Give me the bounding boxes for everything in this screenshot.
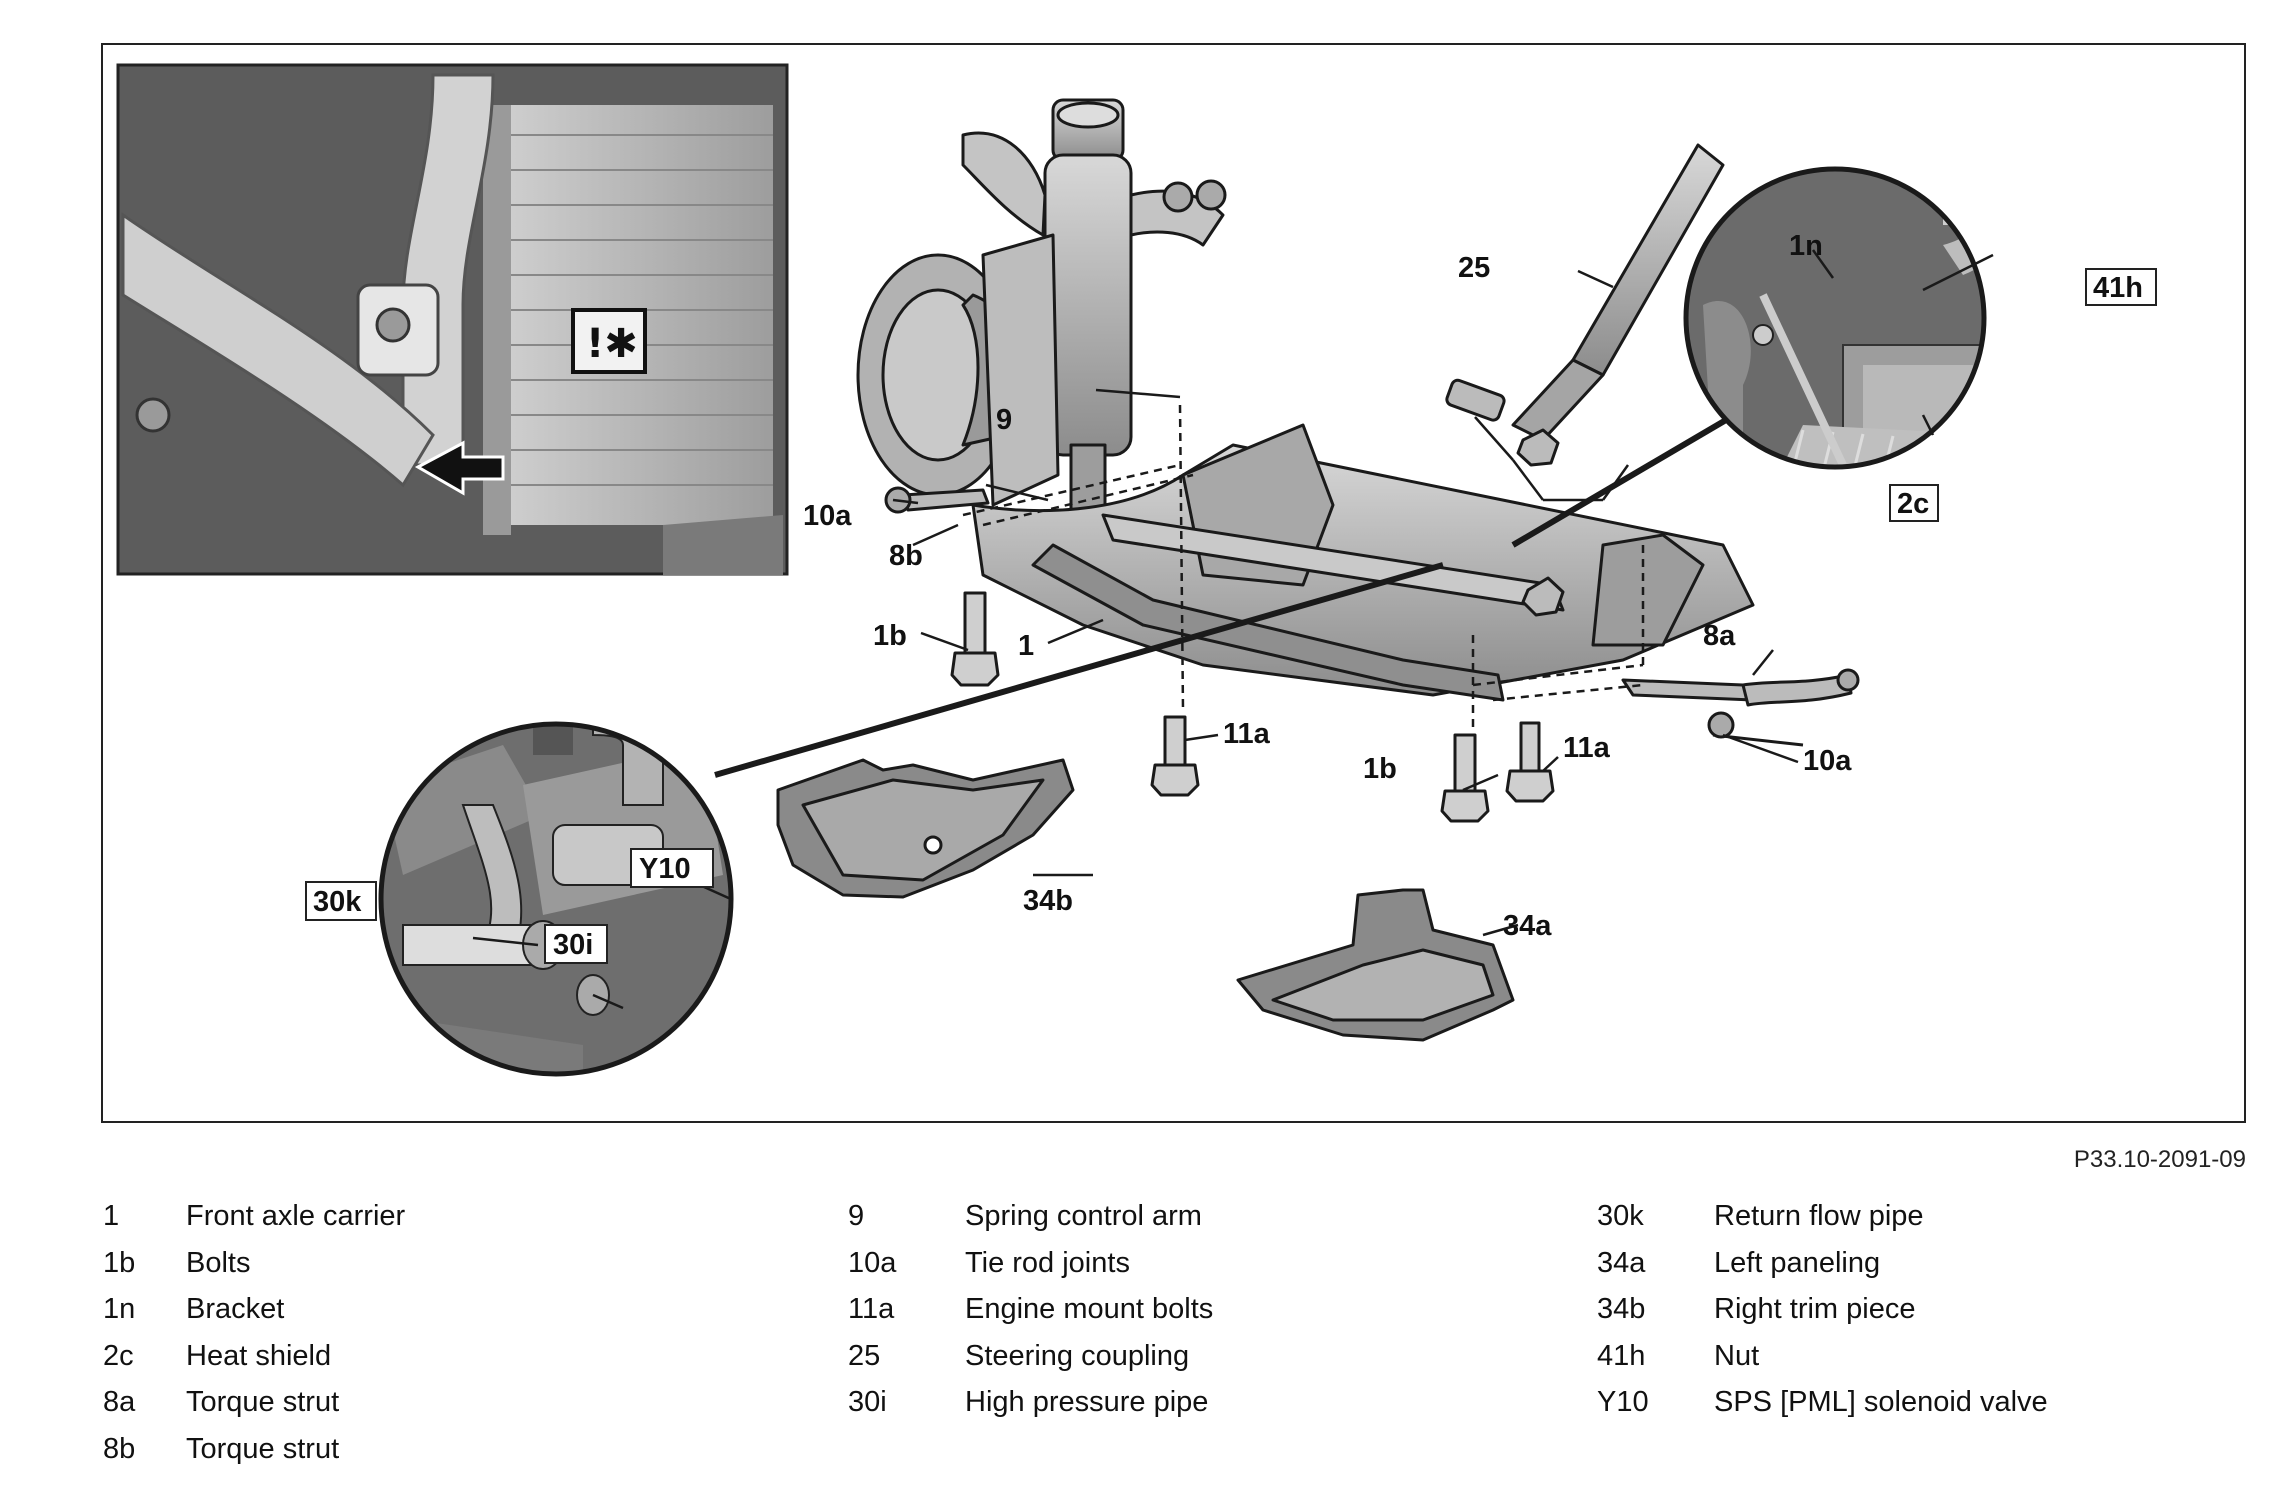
legend-label: Engine mount bolts <box>965 1293 1214 1325</box>
callout-11a-right: 11a <box>1563 732 1611 764</box>
callout-8b: 8b <box>889 540 923 572</box>
legend-code: 34a <box>1597 1246 1646 1279</box>
callout-30k-box <box>305 881 377 921</box>
callout-11a-mid: 11a <box>1223 718 1271 750</box>
callout-1: 1 <box>1018 630 1034 662</box>
callout-10a-right: 10a <box>1803 745 1852 777</box>
radiator-photo-inset: !✱ <box>116 63 789 576</box>
legend-code: 9 <box>848 1200 865 1232</box>
arrow-icon <box>414 440 505 496</box>
callout-10a-left: 10a <box>803 500 852 532</box>
legend-code: 11a <box>848 1293 895 1325</box>
legend-code: Y10 <box>1597 1386 1649 1418</box>
callout-1b-right: 1b <box>1363 753 1397 785</box>
legend-label: Tie rod joints <box>965 1246 1130 1279</box>
callout-30i-box <box>544 924 608 964</box>
legend-code: 1n <box>103 1293 136 1325</box>
legend-code: 8b <box>103 1432 136 1465</box>
legend-code: 25 <box>848 1339 881 1372</box>
legend-label: Torque strut <box>186 1432 340 1465</box>
callout-30k: 30k <box>313 886 362 918</box>
legend-code: 41h <box>1597 1339 1646 1372</box>
legend-label: High pressure pipe <box>965 1386 1209 1418</box>
warning-label-icon <box>571 308 647 374</box>
callout-2c: 2c <box>1897 488 1929 520</box>
legend-label: Torque strut <box>186 1386 340 1418</box>
leader-lines <box>714 269 1799 937</box>
legend-code: 34b <box>1597 1293 1646 1325</box>
legend-code: 10a <box>848 1246 897 1279</box>
figure-id: P33.10-2091-09 <box>2073 1146 2246 1173</box>
legend-label: Bracket <box>186 1293 285 1325</box>
legend-code: 8a <box>103 1386 136 1418</box>
detail-inset-heat-shield <box>1683 166 1994 470</box>
legend-code: 1 <box>103 1200 120 1232</box>
legend-label: Left paneling <box>1714 1246 1881 1279</box>
callout-9: 9 <box>996 404 1012 436</box>
callout-25: 25 <box>1458 252 1490 284</box>
callout-41h: 41h <box>2093 272 2143 304</box>
legend-label: Right trim piece <box>1714 1293 1916 1325</box>
legend-code: 1b <box>103 1246 136 1279</box>
legend-label: Spring control arm <box>965 1200 1202 1232</box>
legend-label: Return flow pipe <box>1714 1200 1924 1232</box>
callout-8a: 8a <box>1703 620 1736 652</box>
legend-code: 30k <box>1597 1200 1644 1232</box>
legend-label: SPS [PML] solenoid valve <box>1714 1386 2048 1418</box>
callout-34a: 34a <box>1503 910 1552 942</box>
exploded-view-diagram: !✱ <box>116 63 2157 1077</box>
legend-label: Steering coupling <box>965 1339 1190 1372</box>
callout-y10-box <box>630 848 714 888</box>
legend-code: 30i <box>848 1386 887 1418</box>
legend-label: Front axle carrier <box>186 1200 406 1232</box>
callout-2c-box <box>1889 484 1939 522</box>
legend-code: 2c <box>103 1339 134 1372</box>
callout-41h-box <box>2085 268 2157 306</box>
callout-1n: 1n <box>1789 230 1823 262</box>
figure-frame: !✱ <box>101 43 2246 1123</box>
svg-text:!✱: !✱ <box>586 321 638 367</box>
callout-30i: 30i <box>553 929 593 961</box>
legend-label: Heat shield <box>186 1339 332 1372</box>
legend-label: Nut <box>1714 1339 1760 1372</box>
callout-34b: 34b <box>1023 885 1073 917</box>
callout-1b-left: 1b <box>873 620 907 652</box>
callout-y10: Y10 <box>639 853 691 885</box>
legend-label: Bolts <box>186 1246 251 1279</box>
detail-inset-solenoid-valve <box>378 721 734 1077</box>
front-axle-assembly <box>776 98 1860 1042</box>
callout-labels: 25 9 10a 8b 1b 1 11a 1b 11a 8a 10a 34b 3… <box>305 230 2157 964</box>
